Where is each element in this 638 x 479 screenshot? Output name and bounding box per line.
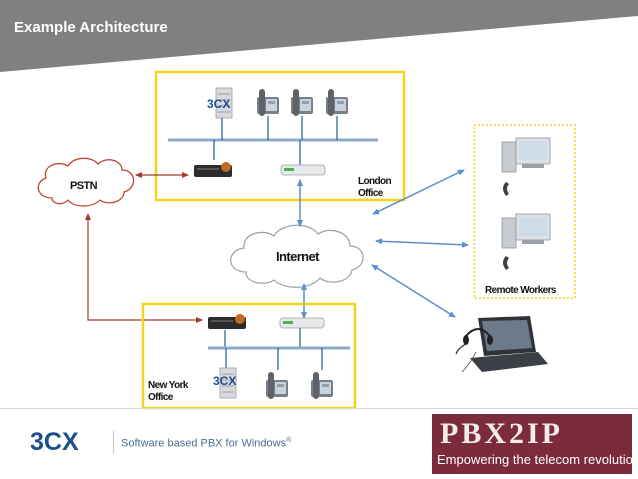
header-banner bbox=[0, 0, 638, 72]
newyork-gateway-icon bbox=[208, 314, 246, 329]
remote-workers-label: Remote Workers bbox=[485, 285, 557, 296]
newyork-3cx-badge: 3CX bbox=[213, 374, 236, 388]
newyork-label-line2: Office bbox=[148, 392, 174, 403]
internet-cloud bbox=[230, 224, 364, 288]
svg-text:3CX: 3CX bbox=[30, 428, 79, 456]
london-label-line1: London bbox=[358, 176, 392, 187]
pbx2ip-logo-box: PBX2IP Empowering the telecom revolution bbox=[432, 414, 638, 474]
newyork-label-line1: New York bbox=[148, 380, 189, 391]
london-phone-icon-1 bbox=[257, 89, 279, 116]
newyork-switch-icon bbox=[279, 317, 325, 329]
remote-pc-icon-2 bbox=[501, 213, 551, 249]
london-switch-icon bbox=[280, 164, 326, 176]
pstn-label: PSTN bbox=[70, 180, 98, 192]
london-phone-icon-2 bbox=[291, 89, 313, 116]
laptop-icon bbox=[470, 316, 548, 372]
internet-remote-link-2 bbox=[375, 238, 469, 248]
newyork-phone-icon-2 bbox=[311, 372, 333, 399]
remote-workers-box bbox=[473, 124, 576, 299]
tagline-registered-mark: ® bbox=[286, 437, 292, 444]
pbx2ip-slogan: Empowering the telecom revolution bbox=[437, 452, 638, 467]
tagline-text: Software based PBX for Windows bbox=[121, 437, 287, 450]
newyork-phone-icon-1 bbox=[266, 372, 288, 399]
internet-remote-link-1 bbox=[372, 169, 465, 215]
london-phone-icon-3 bbox=[326, 89, 348, 116]
3cx-logo: 3CX bbox=[30, 428, 79, 456]
remote-handset-icon-1 bbox=[503, 182, 509, 196]
london-3cx-badge: 3CX bbox=[207, 97, 230, 111]
slide-title: Example Architecture bbox=[14, 19, 168, 36]
remote-handset-icon-2 bbox=[503, 256, 509, 270]
pstn-newyork-link bbox=[85, 213, 203, 323]
headset-icon bbox=[455, 328, 493, 373]
remote-pc-icon-1 bbox=[501, 137, 551, 173]
london-gateway-icon bbox=[194, 162, 232, 177]
internet-laptop-link bbox=[371, 264, 456, 318]
london-label-line2: Office bbox=[358, 188, 384, 199]
pbx2ip-wordmark: PBX2IP bbox=[440, 417, 563, 450]
london-office-box bbox=[154, 70, 406, 202]
footer-divider bbox=[0, 408, 638, 409]
internet-label: Internet bbox=[276, 249, 320, 264]
pstn-cloud bbox=[37, 157, 135, 207]
3cx-tagline: Software based PBX for Windows® bbox=[113, 431, 291, 454]
